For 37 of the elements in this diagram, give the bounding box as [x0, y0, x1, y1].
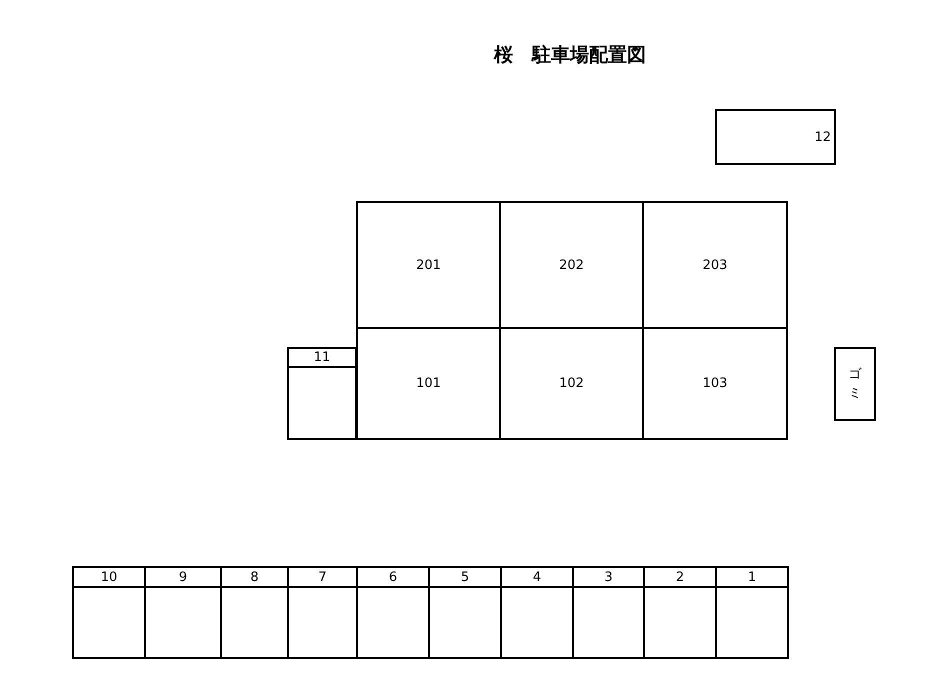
space-number: 10 [100, 570, 118, 584]
space-number: 3 [604, 570, 613, 584]
dwelling-unit [642, 327, 788, 440]
space-number: 4 [532, 570, 542, 584]
unit-number: 101 [416, 376, 441, 391]
space-number: 1 [748, 570, 756, 584]
space-number: 8 [250, 570, 259, 584]
space-number: 2 [676, 570, 684, 584]
unit-number: 201 [416, 258, 441, 272]
unit-number: 202 [559, 258, 584, 272]
space-number: 12 [814, 130, 831, 144]
space-number: 6 [388, 570, 398, 584]
parking-space [643, 566, 717, 659]
parking-space [72, 566, 146, 659]
parking-space [500, 566, 574, 659]
parking-space [428, 566, 502, 659]
space-number: 9 [178, 570, 188, 584]
parking-space [356, 566, 430, 659]
parking-space [144, 566, 222, 659]
parking-space [572, 566, 645, 659]
parking-space [715, 109, 836, 165]
unit-number: 102 [559, 376, 584, 391]
area-label: ゴミ [848, 366, 862, 403]
space-number: 11 [314, 350, 330, 365]
dwelling-unit [642, 201, 788, 329]
parking-space [715, 566, 789, 659]
dwelling-unit [356, 201, 501, 329]
parking-space [287, 347, 357, 440]
plan-title: 桜 駐車場配置図 [492, 43, 647, 68]
unit-number: 103 [702, 376, 728, 391]
space-number: 7 [318, 570, 327, 584]
unit-number: 203 [702, 258, 728, 272]
parking-space [287, 566, 358, 659]
dwelling-unit [356, 327, 501, 440]
parking-space [220, 566, 289, 659]
garbage-station [834, 347, 876, 421]
space-number: 5 [460, 570, 470, 584]
